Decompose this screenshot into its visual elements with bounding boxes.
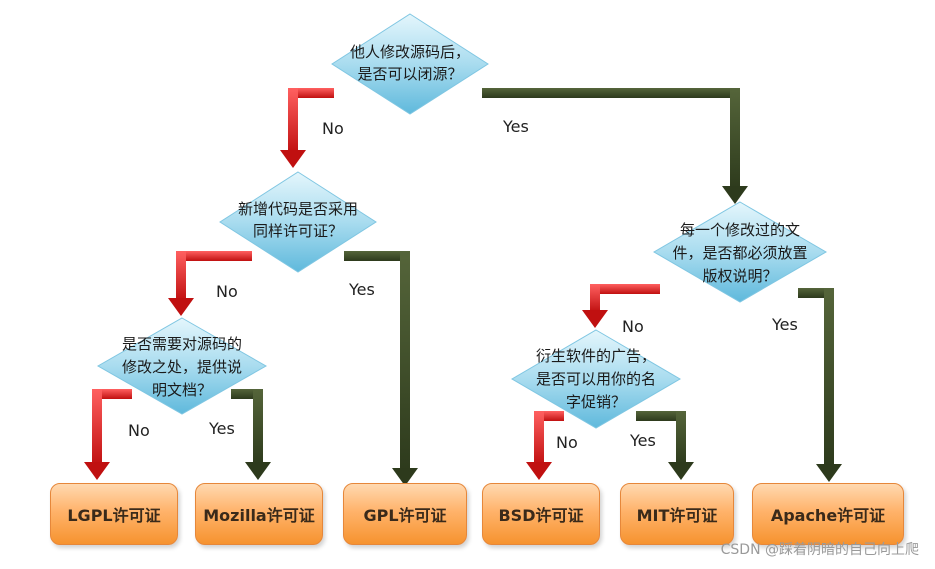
decision-q5-line1: 衍生软件的广告， bbox=[536, 347, 656, 365]
decision-q4-line2: 件，是否都必须放置 bbox=[672, 244, 807, 262]
decision-q4-line3: 版权说明？ bbox=[702, 267, 777, 285]
arrow-q1-yes bbox=[482, 88, 748, 204]
arrow-q5-no bbox=[526, 411, 564, 480]
decision-q2-line1: 新增代码是否采用 bbox=[238, 200, 358, 218]
svg-text:衍生软件的广告，: 衍生软件的广告， bbox=[536, 347, 656, 365]
license-mit-label: MIT许可证 bbox=[636, 506, 718, 525]
arrow-q4-yes bbox=[798, 288, 842, 482]
license-mozilla: Mozilla许可证 bbox=[195, 483, 323, 545]
svg-text:他人修改源码后，: 他人修改源码后， bbox=[350, 43, 470, 61]
arrow-q3-yes bbox=[231, 389, 271, 480]
label-q5-no: No bbox=[556, 433, 578, 452]
svg-text:是否需要对源码的: 是否需要对源码的 bbox=[122, 335, 242, 353]
label-q1-no: No bbox=[322, 119, 344, 138]
arrow-q2-no bbox=[168, 251, 252, 316]
svg-text:是否可以闭源？: 是否可以闭源？ bbox=[357, 65, 462, 83]
decision-q3-line1: 是否需要对源码的 bbox=[122, 335, 242, 353]
decision-q3: 是否需要对源码的 修改之处，提供说 明文档？ bbox=[96, 317, 268, 415]
svg-text:字促销？: 字促销？ bbox=[566, 393, 626, 411]
arrow-q1-no bbox=[280, 88, 334, 168]
decision-q5-line2: 是否可以用你的名 bbox=[536, 370, 656, 388]
arrow-q3-no bbox=[84, 389, 132, 480]
decision-q5: 衍生软件的广告， 是否可以用你的名 字促销？ bbox=[511, 329, 681, 429]
decision-q4: 每一个修改过的文 件，是否都必须放置 版权说明？ bbox=[653, 201, 827, 303]
decision-q5-line3: 字促销？ bbox=[566, 393, 626, 411]
license-bsd-label: BSD许可证 bbox=[498, 506, 584, 525]
decision-q1-line1: 他人修改源码后， bbox=[350, 43, 470, 61]
svg-text:修改之处，提供说: 修改之处，提供说 bbox=[122, 358, 242, 376]
label-q3-yes: Yes bbox=[208, 419, 235, 438]
license-apache: Apache许可证 bbox=[752, 483, 904, 545]
license-lgpl-label: LGPL许可证 bbox=[67, 506, 161, 525]
decision-q3-line2: 修改之处，提供说 bbox=[122, 358, 242, 376]
decision-q1: 他人修改源码后， 是否可以闭源？ bbox=[331, 13, 489, 115]
decision-q4-line1: 每一个修改过的文 bbox=[680, 221, 800, 239]
license-gpl-label: GPL许可证 bbox=[363, 506, 447, 525]
label-q2-no: No bbox=[216, 282, 238, 301]
label-q4-no: No bbox=[622, 317, 644, 336]
svg-text:新增代码是否采用: 新增代码是否采用 bbox=[238, 200, 358, 218]
svg-text:每一个修改过的文: 每一个修改过的文 bbox=[680, 221, 800, 239]
arrow-q4-no bbox=[582, 284, 660, 328]
arrow-q2-yes bbox=[344, 251, 418, 486]
decision-q3-line3: 明文档？ bbox=[152, 381, 212, 399]
label-q4-yes: Yes bbox=[771, 315, 798, 334]
license-bsd: BSD许可证 bbox=[482, 483, 600, 545]
license-lgpl: LGPL许可证 bbox=[50, 483, 178, 545]
license-apache-label: Apache许可证 bbox=[770, 506, 886, 525]
decision-q2: 新增代码是否采用 同样许可证？ bbox=[219, 171, 377, 273]
watermark-text: CSDN @踩着阴暗的自己向上爬 bbox=[720, 542, 919, 558]
label-q5-yes: Yes bbox=[629, 431, 656, 450]
label-q2-yes: Yes bbox=[348, 280, 375, 299]
arrow-q5-yes bbox=[636, 411, 694, 480]
label-q1-yes: Yes bbox=[502, 117, 529, 136]
label-q3-no: No bbox=[128, 421, 150, 440]
svg-text:版权说明？: 版权说明？ bbox=[702, 267, 777, 285]
svg-text:明文档？: 明文档？ bbox=[152, 381, 212, 399]
license-mit: MIT许可证 bbox=[620, 483, 734, 545]
license-mozilla-label: Mozilla许可证 bbox=[203, 506, 315, 525]
svg-text:是否可以用你的名: 是否可以用你的名 bbox=[536, 370, 656, 388]
license-gpl: GPL许可证 bbox=[343, 483, 467, 545]
decision-q2-line2: 同样许可证？ bbox=[253, 222, 343, 240]
svg-text:件，是否都必须放置: 件，是否都必须放置 bbox=[672, 244, 807, 262]
svg-text:同样许可证？: 同样许可证？ bbox=[253, 222, 343, 240]
decision-q1-line2: 是否可以闭源？ bbox=[357, 65, 462, 83]
